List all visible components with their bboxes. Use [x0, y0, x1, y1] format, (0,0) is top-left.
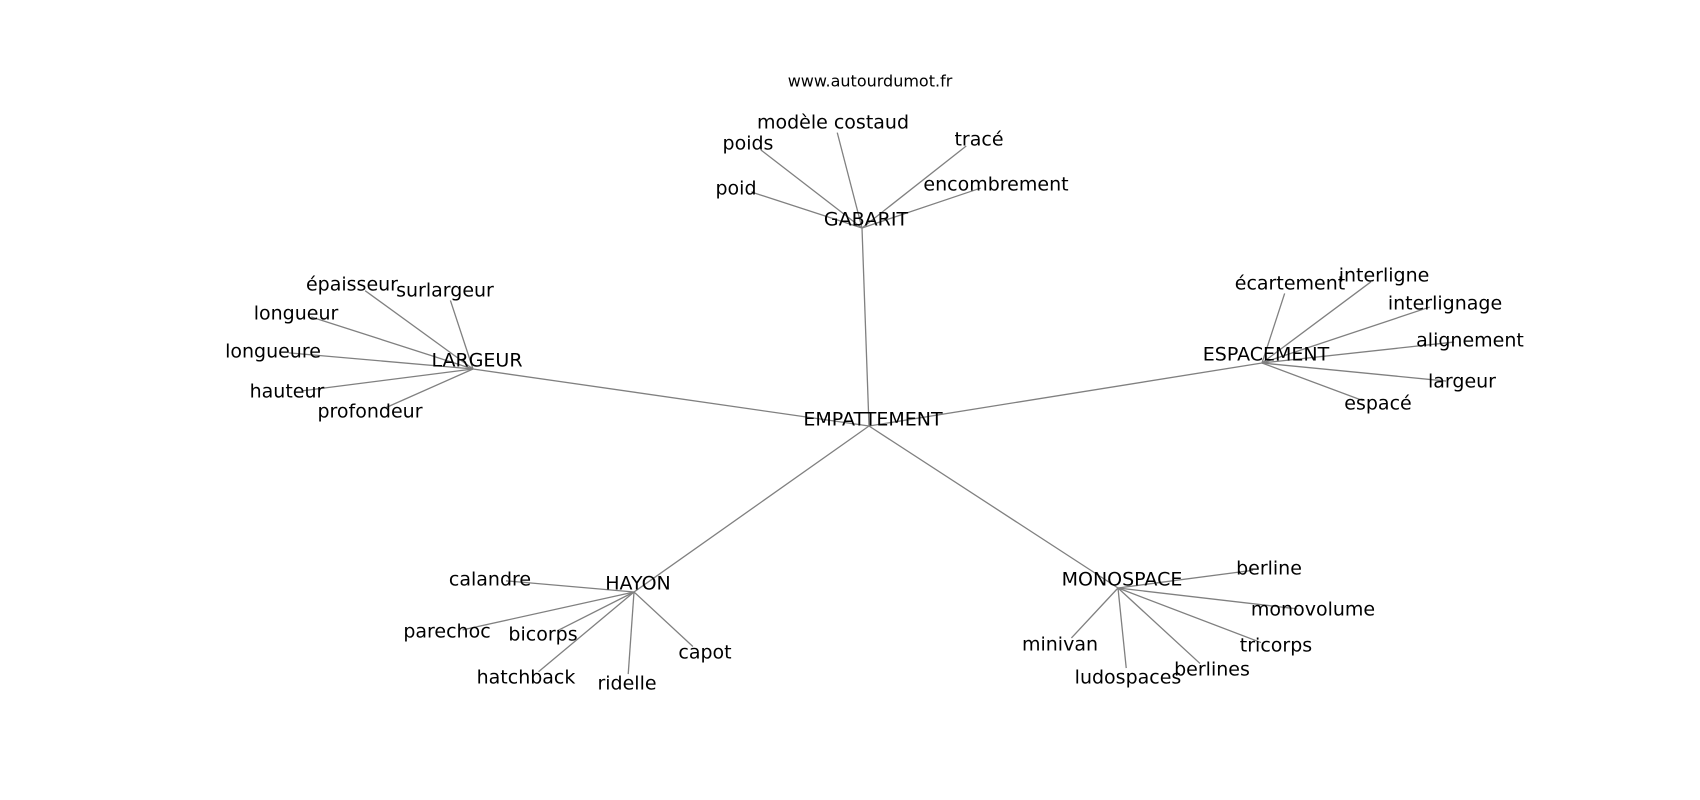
word-node: alignement [1416, 330, 1524, 352]
edge-largeur-2 [311, 316, 474, 370]
edge-root-gabarit [861, 227, 870, 427]
edge-espacement-5 [1261, 362, 1364, 402]
word-node: encombrement [923, 174, 1068, 196]
hub-node-hayon: HAYON [605, 573, 671, 595]
word-node: poid [715, 178, 756, 200]
edge-largeur-5 [384, 368, 474, 409]
edge-monospace-4 [1117, 587, 1127, 669]
edge-espacement-2 [1261, 306, 1430, 364]
edge-hayon-1 [462, 591, 635, 631]
watermark: www.autourdumot.fr [788, 72, 953, 91]
edge-root-largeur [472, 368, 870, 427]
hub-node-espacement: ESPACEMENT [1203, 344, 1330, 366]
edge-largeur-0 [364, 290, 474, 370]
edge-hayon-5 [633, 591, 694, 647]
edge-gabarit-3 [751, 191, 863, 229]
word-node: berline [1236, 558, 1302, 580]
word-node: tracé [954, 129, 1003, 151]
edge-gabarit-4 [861, 187, 981, 229]
edge-largeur-1 [449, 300, 474, 370]
word-node: minivan [1022, 634, 1098, 656]
edge-monospace-0 [1117, 569, 1254, 589]
edge-hayon-3 [538, 591, 635, 673]
edge-monospace-1 [1117, 587, 1298, 610]
edge-espacement-1 [1261, 281, 1372, 364]
word-node: bicorps [508, 624, 577, 646]
word-node: longueur [254, 303, 339, 325]
edge-root-hayon [633, 425, 870, 593]
edge-espacement-0 [1261, 293, 1286, 364]
edge-hayon-0 [505, 580, 635, 593]
hub-node-monospace: MONOSPACE [1062, 569, 1183, 591]
word-node: modèle costaud [757, 112, 909, 134]
word-node: hauteur [250, 381, 325, 403]
edge-monospace-2 [1117, 587, 1262, 644]
edge-espacement-4 [1261, 362, 1447, 382]
edge-root-monospace [868, 425, 1119, 589]
word-node: largeur [1428, 371, 1496, 393]
word-node: poids [723, 133, 774, 155]
word-node: ridelle [597, 673, 656, 695]
word-node: parechoc [403, 621, 490, 643]
word-node: berlines [1174, 659, 1250, 681]
word-node: ludospaces [1075, 667, 1182, 689]
hub-node-largeur: LARGEUR [431, 350, 522, 372]
edge-hayon-2 [557, 591, 635, 632]
word-node: surlargeur [396, 280, 494, 302]
word-node: interlignage [1388, 293, 1502, 315]
edge-largeur-4 [302, 368, 474, 392]
word-node: hatchback [477, 667, 576, 689]
edge-espacement-3 [1261, 341, 1455, 364]
word-node: calandre [449, 569, 531, 591]
edge-largeur-3 [288, 352, 474, 370]
root-node: EMPATTEMENT [803, 409, 943, 431]
edge-hayon-4 [627, 591, 635, 675]
edge-monospace-3 [1070, 587, 1119, 639]
word-node: épaisseur [306, 274, 398, 296]
word-node: profondeur [317, 401, 422, 423]
edge-gabarit-0 [760, 149, 863, 229]
word-node: capot [678, 642, 731, 664]
edge-root-espacement [868, 362, 1263, 427]
edge-gabarit-2 [861, 145, 967, 229]
word-node: tricorps [1240, 635, 1312, 657]
word-node: écartement [1235, 273, 1345, 295]
word-node: interligne [1339, 265, 1430, 287]
edges-layer [288, 132, 1455, 675]
edge-gabarit-1 [836, 132, 863, 229]
edge-monospace-5 [1117, 587, 1201, 664]
word-node: monovolume [1251, 599, 1375, 621]
word-node: espacé [1344, 393, 1411, 415]
hub-node-gabarit: GABARIT [824, 209, 909, 231]
word-node: longueure [225, 341, 321, 363]
